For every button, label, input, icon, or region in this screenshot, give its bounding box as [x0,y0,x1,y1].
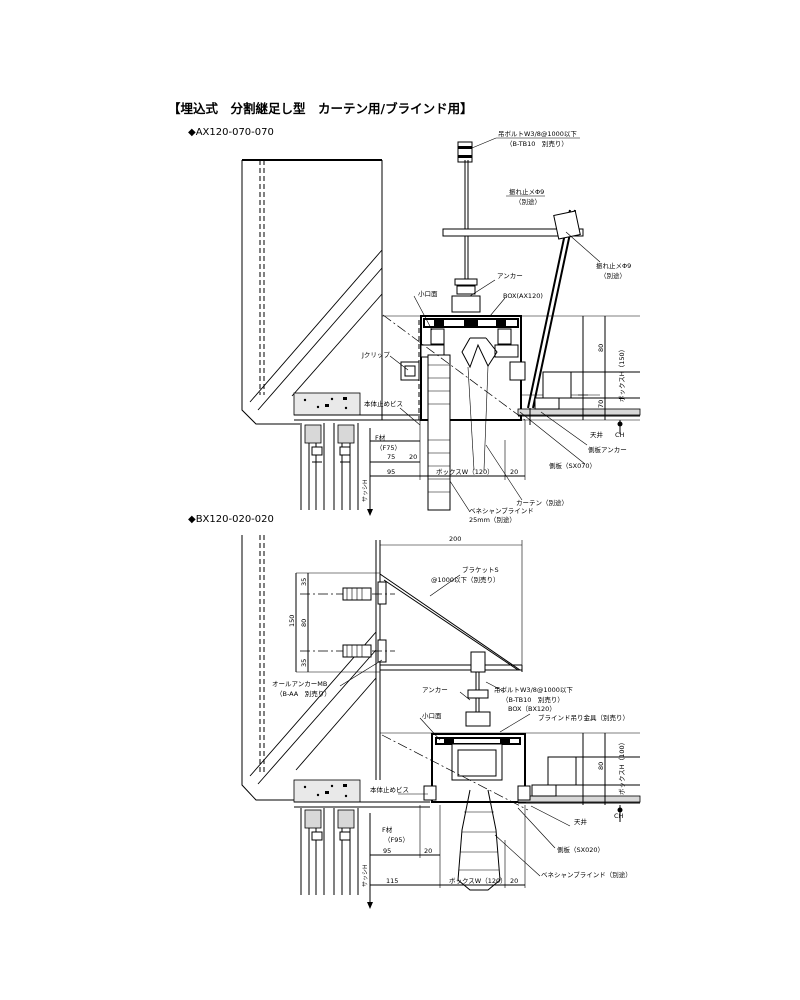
b-box-w-label: ボックスW（120） [449,877,507,885]
b-blind-label: ベネシャンブラインド（別途） [541,870,632,879]
a-side-anchor-label: 側板アンカー [588,445,627,454]
a-box-w-label: ボックスW（120） [436,468,494,476]
a-box-h-label: ボックスH（150） [618,346,626,402]
a-anchor-label: アンカー [497,272,523,280]
a-hanger-bolt-label: 吊ボルトW3/8@1000以下 [498,130,577,138]
a-box-label: BOX(AX120) [503,292,543,300]
a-dim-70: 70 [597,400,605,408]
b-ceiling-label: 天井 [574,817,588,826]
b-dim-20b: 20 [510,877,518,885]
a-brace-sub-1: （別途） [515,197,541,206]
a-ch-label: CH [615,431,625,439]
a-dim-75: 75 [387,453,395,461]
b-box-label: BOX（BX120） [508,705,556,713]
a-dim-80: 80 [597,344,605,352]
b-bracket-sub: @1000以下（別売り） [431,575,500,584]
a-body-screw-label: 本体止めビス [364,399,403,408]
b-all-anchor-label: オールアンカーMB [272,680,327,688]
section-a-labels: 吊ボルトW3/8@1000以下 （B-TB10 別売り） 振れ止メΦ9 （別途）… [361,130,631,524]
a-sash-h-label: サッシH [362,479,369,502]
b-body-screw-label: 本体止めビス [370,785,409,794]
b-blind-bracket-label: ブラインド吊り金具（別売り） [538,713,629,722]
b-lip-label: 小口面 [422,711,442,720]
a-j-clip-label: Jクリップ [361,351,390,359]
a-brace-label-1: 振れ止メΦ9 [509,187,544,196]
b-dim-95: 95 [383,847,391,855]
a-ceiling-label: 天井 [590,430,604,439]
b-dim-150: 150 [288,615,296,627]
b-f-material-label: F材 [382,825,393,834]
a-side-plate-label: 側板（SX070） [549,461,596,470]
b-dim-35a: 35 [300,578,308,586]
a-blind-sub: 25mm（別途） [469,515,516,524]
b-hanger-bolt-sub: （B-TB10 別売り） [502,695,564,704]
a-dim-95: 95 [387,468,395,476]
a-f-material-sub: （F75） [376,444,401,452]
a-hanger-bolt-sub: （B-TB10 別売り） [506,139,568,148]
b-hanger-bolt-label: 吊ボルトW3/8@1000以下 [494,686,573,694]
model-a-label: ◆AX120-070-070 [188,127,274,138]
a-dim-20b: 20 [510,468,518,476]
b-f-material-sub: （F95） [384,836,409,844]
a-dim-20a: 20 [409,453,417,461]
b-bracket-label: ブラケットS [462,565,499,574]
b-all-anchor-sub: （B-AA 別売り） [276,689,331,698]
section-a-drawing [241,137,641,516]
b-box-h-label: ボックスH（100） [618,739,626,795]
b-dim-35b: 35 [300,659,308,667]
b-ch-label: CH [614,812,624,820]
b-dim-200: 200 [449,535,461,543]
a-f-material-label: F材 [375,433,386,442]
a-blind-label: ベネシャンブラインド [469,506,534,515]
b-dim-80a: 80 [300,619,308,627]
a-curtain-label: カーテン（別途） [516,498,568,507]
b-side-plate-label: 側板（SX020） [557,845,604,854]
b-dim-20a: 20 [424,847,432,855]
model-b-label: ◆BX120-020-020 [188,514,274,525]
b-sash-h-label: サッシH [362,864,369,887]
a-brace-sub-2: （別途） [600,271,626,280]
section-b-drawing [241,535,641,909]
section-b-labels: 200 ブラケットS @1000以下（別売り） 35 80 150 35 オール… [272,535,632,887]
a-brace-label-2: 振れ止メΦ9 [596,261,631,270]
a-lip-label: 小口面 [418,289,438,298]
drawing-title: 【埋込式 分割継足し型 カーテン用/ブラインド用】 [168,101,473,116]
b-dim-115: 115 [386,877,398,885]
b-dim-80b: 80 [597,762,605,770]
b-anchor-label: アンカー [422,686,448,694]
